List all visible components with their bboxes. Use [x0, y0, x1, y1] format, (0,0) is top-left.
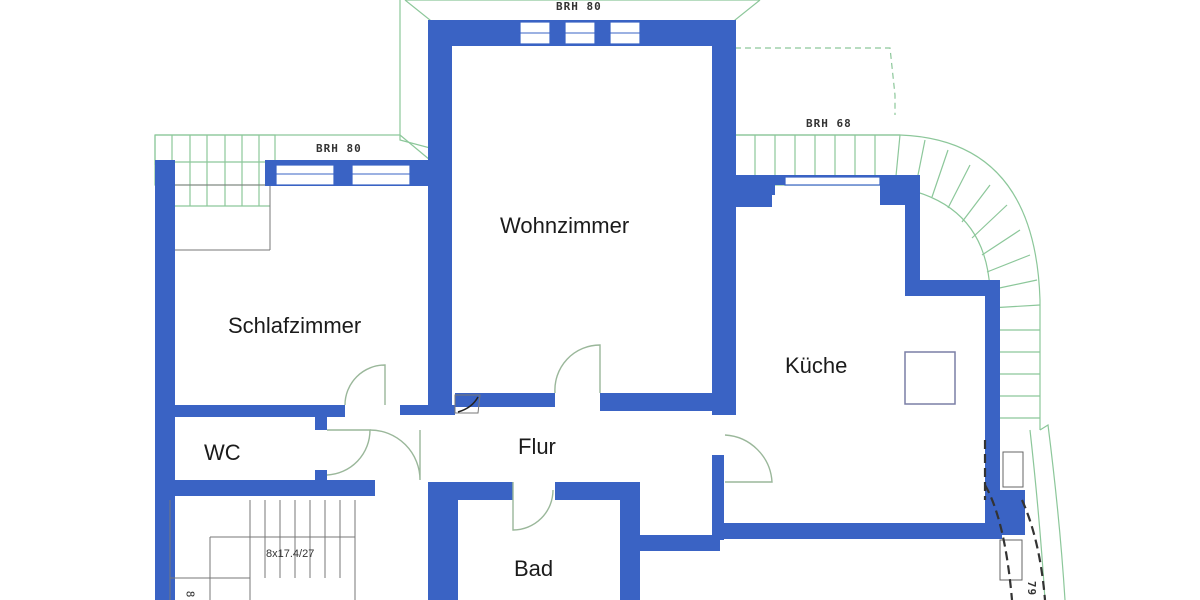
room-label-bad: Bad [514, 556, 554, 581]
side-dimension-label: 79 [1025, 580, 1039, 597]
stair-number-label: 8 [183, 590, 197, 599]
stairwell [169, 500, 356, 600]
room-label-wc: WC [204, 440, 241, 465]
room-label-wohnzimmer: Wohnzimmer [500, 213, 630, 238]
doors [326, 344, 773, 531]
kitchen-skylight [904, 351, 956, 405]
brh-label-top: BRH 80 [556, 0, 602, 13]
side-details [983, 440, 1047, 600]
brh-label-left: BRH 80 [316, 142, 362, 155]
room-label-kueche: Küche [785, 353, 848, 378]
room-label-schlafzimmer: Schlafzimmer [228, 313, 362, 338]
room-label-flur: Flur [518, 434, 556, 459]
windows [275, 21, 881, 186]
stair-dimension-label: 8x17.4/27 [266, 548, 315, 560]
brh-label-right: BRH 68 [806, 117, 852, 130]
